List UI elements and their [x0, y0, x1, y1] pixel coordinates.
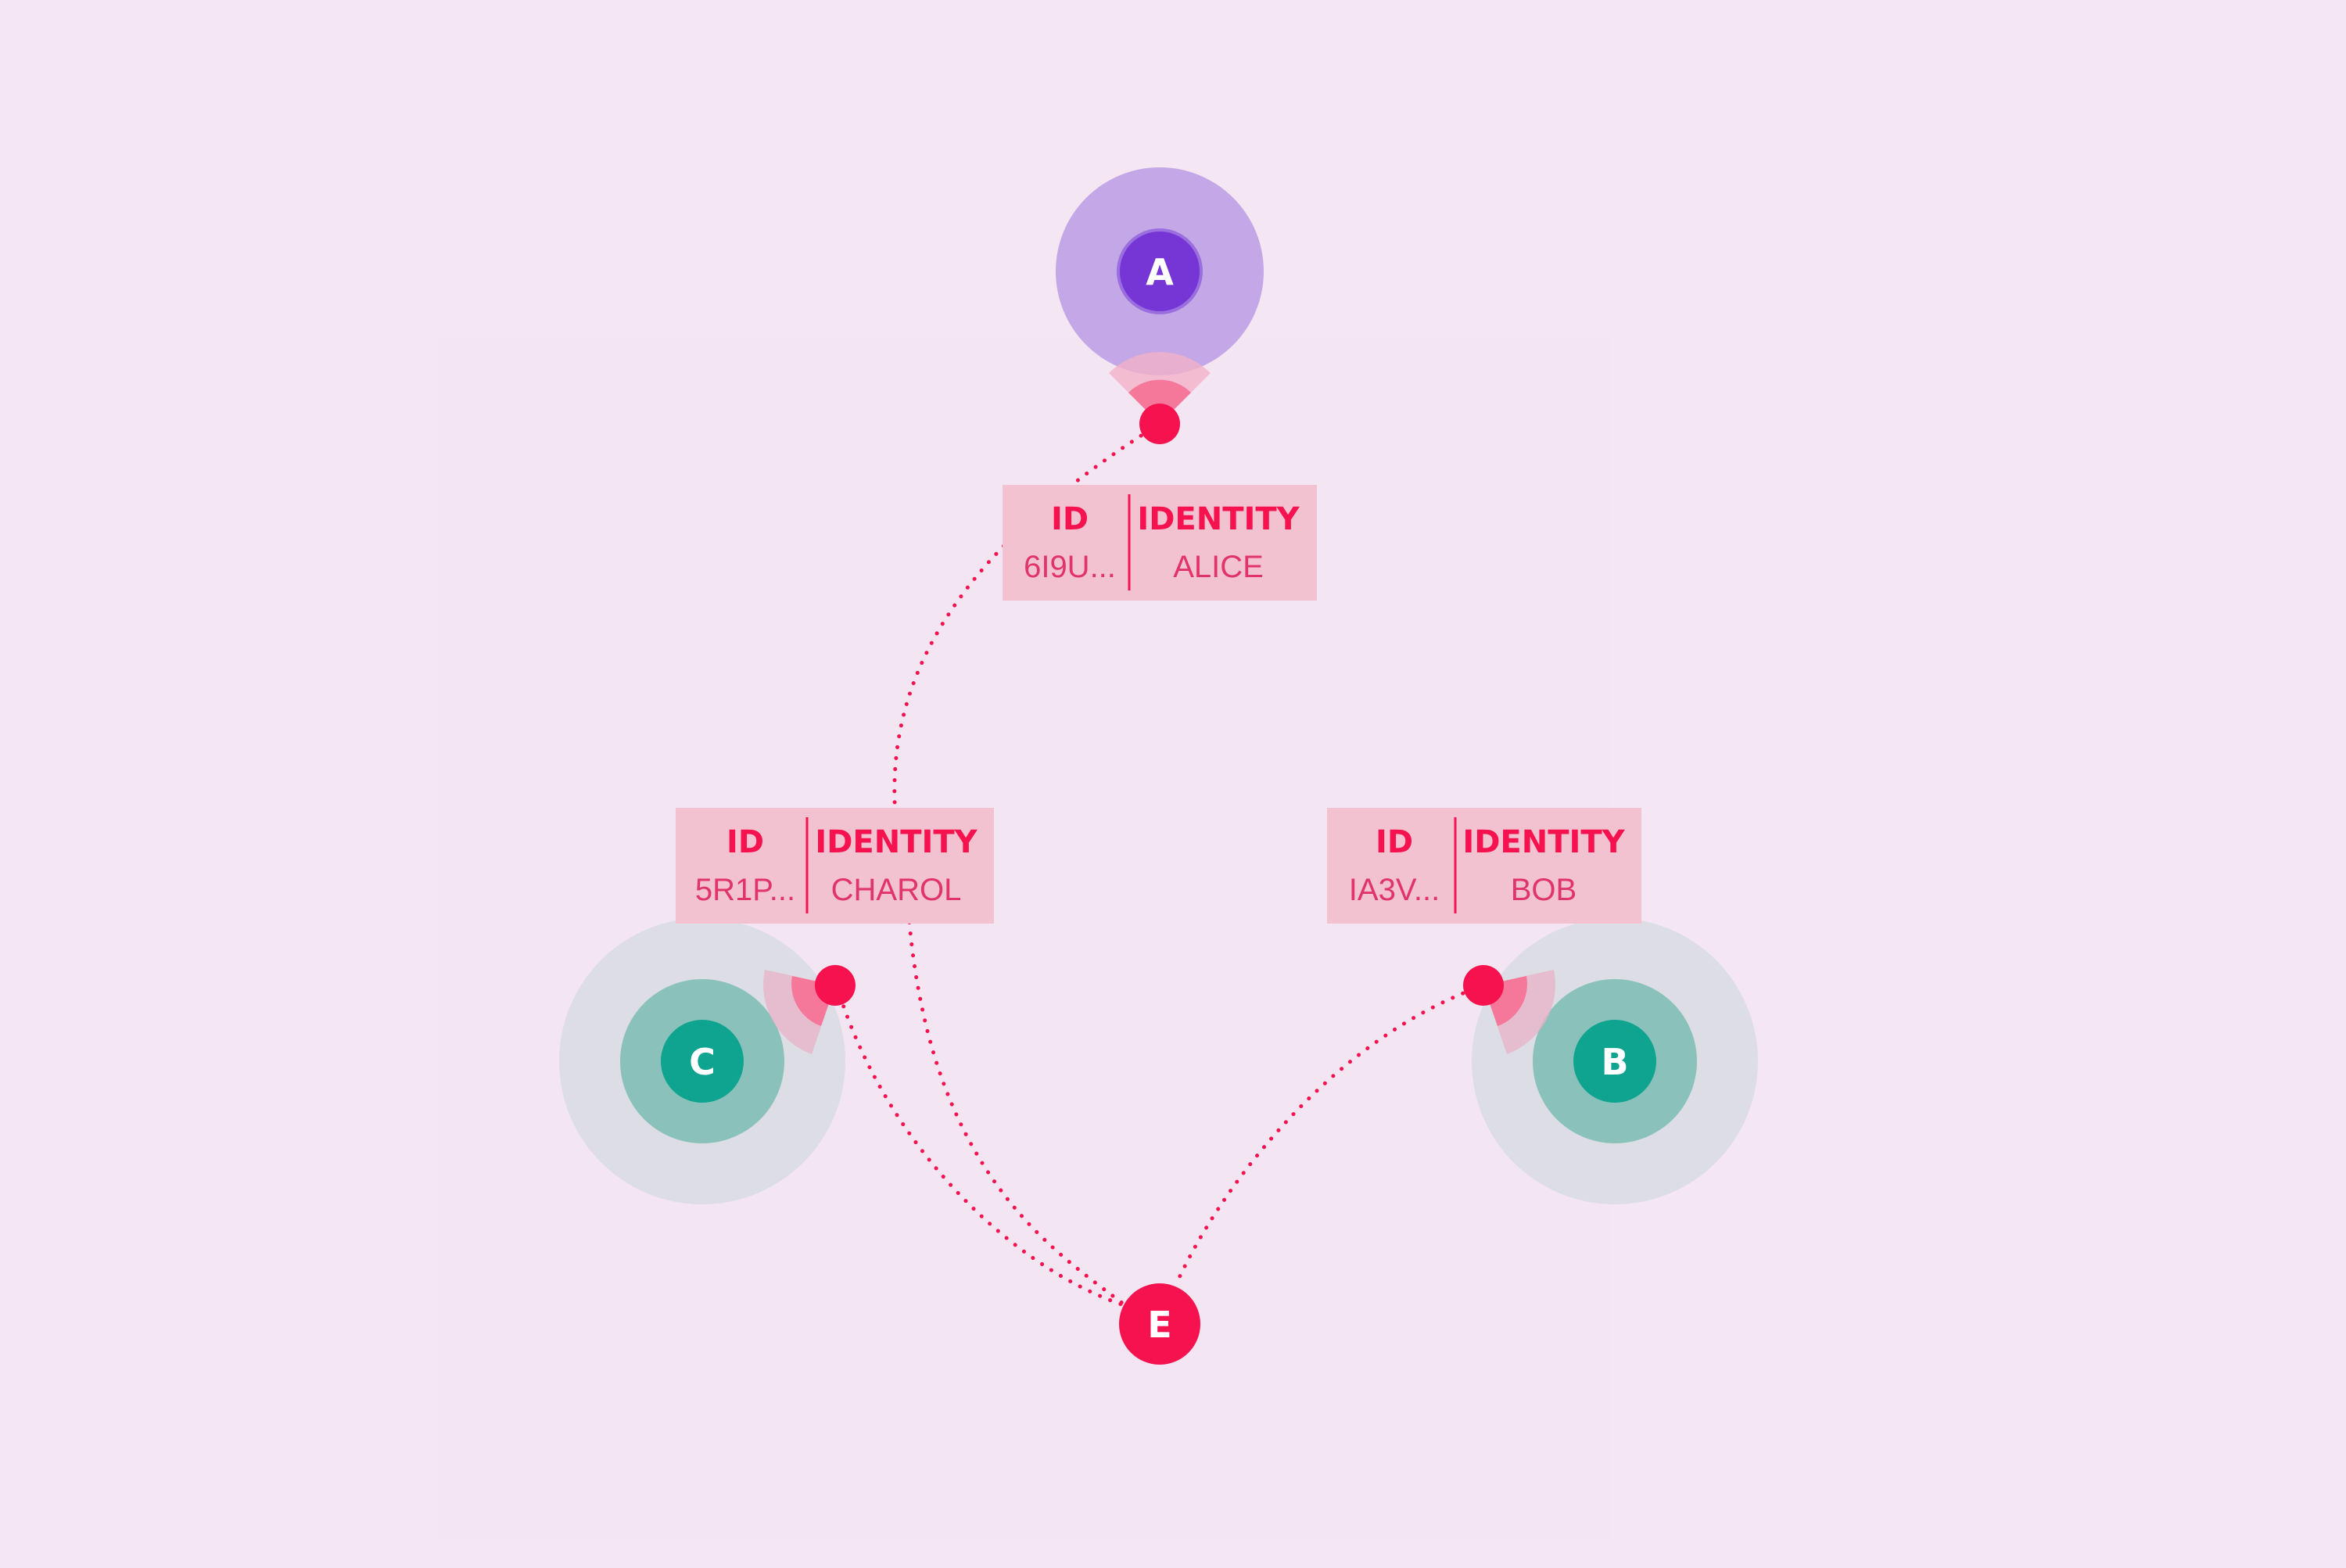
connection-a-to-e — [892, 422, 1162, 1308]
card-identity-value: BOB — [1511, 873, 1577, 907]
node-a-core — [1117, 228, 1203, 314]
node-c-core — [661, 1020, 744, 1103]
card-identity-value: ALICE — [1173, 550, 1264, 584]
node-e-core — [1119, 1283, 1200, 1365]
connections — [834, 422, 1486, 1308]
card-background — [1327, 808, 1641, 924]
identity-card-alice[interactable]: ID IDENTITY 6I9U... ALICE — [1003, 485, 1317, 601]
node-b-label: B — [1601, 1041, 1628, 1083]
connection-c-to-e — [834, 983, 1128, 1308]
node-a-label: A — [1146, 251, 1174, 293]
card-background — [676, 808, 994, 924]
identity-card-charol[interactable]: ID IDENTITY 5R1P... CHAROL — [676, 808, 994, 924]
node-e-label: E — [1147, 1304, 1171, 1346]
node-e[interactable]: E — [1119, 1283, 1200, 1365]
node-a[interactable]: A — [1056, 167, 1264, 444]
node-c-port-dot[interactable] — [815, 965, 856, 1006]
card-id-value: 5R1P... — [695, 873, 795, 907]
card-identity-header: IDENTITY — [1462, 824, 1625, 860]
card-id-header: ID — [1051, 501, 1089, 537]
card-background — [1003, 485, 1317, 601]
node-b-port-dot[interactable] — [1463, 965, 1504, 1006]
card-identity-value: CHAROL — [831, 873, 962, 907]
node-b-core — [1573, 1020, 1656, 1103]
connection-b-to-e — [1175, 983, 1486, 1285]
card-id-value: 6I9U... — [1024, 550, 1116, 584]
node-a-signal-wedge-inner — [1128, 379, 1191, 424]
node-c-label: C — [689, 1041, 716, 1083]
card-identity-header: IDENTITY — [1137, 501, 1300, 537]
card-identity-header: IDENTITY — [815, 824, 978, 860]
card-id-header: ID — [1376, 824, 1413, 860]
node-b[interactable]: B — [1463, 918, 1758, 1204]
card-id-header: ID — [726, 824, 764, 860]
node-a-port-dot[interactable] — [1139, 404, 1180, 444]
node-c[interactable]: C — [559, 918, 856, 1204]
identity-card-bob[interactable]: ID IDENTITY IA3V... BOB — [1327, 808, 1641, 924]
card-id-value: IA3V... — [1349, 873, 1440, 907]
